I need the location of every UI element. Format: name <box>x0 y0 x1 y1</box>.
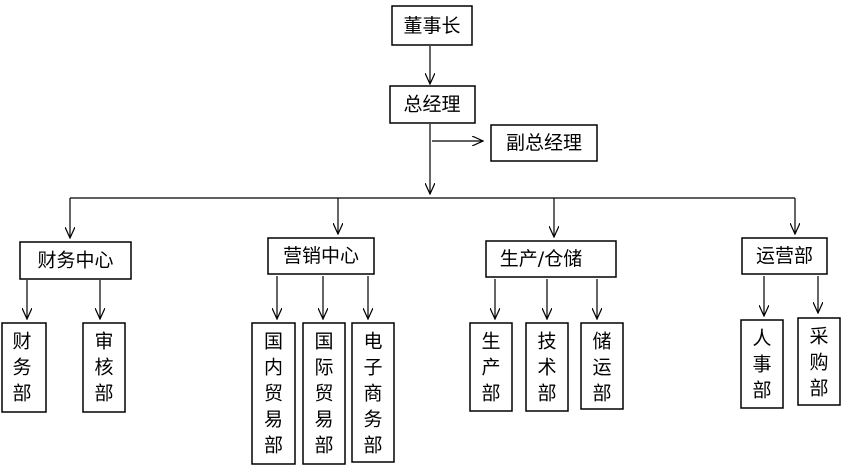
node-marketing-center: 营销中心 <box>267 237 375 275</box>
audit-dept-label: 审核部 <box>94 331 113 405</box>
node-tech-dept: 技术部 <box>525 322 569 412</box>
node-logistics-dept: 储运部 <box>580 322 624 410</box>
domestic-trade-dept-label: 国内贸易部 <box>264 331 283 457</box>
node-domestic-trade-dept: 国内贸易部 <box>251 322 296 465</box>
node-audit-dept: 审核部 <box>82 322 126 413</box>
finance-center-label: 财务中心 <box>37 250 113 272</box>
connectors <box>27 46 818 319</box>
node-finance-dept: 财务部 <box>1 322 47 413</box>
board-chair-label: 董事长 <box>403 15 460 37</box>
general-manager-label: 总经理 <box>403 94 460 116</box>
deputy-general-manager-label: 副总经理 <box>506 132 582 154</box>
node-finance-center: 财务中心 <box>19 241 132 280</box>
node-board-chair: 董事长 <box>391 5 473 46</box>
operations-label: 运营部 <box>756 245 813 267</box>
production-dept-label: 生产部 <box>481 331 500 405</box>
hr-dept-label: 人事部 <box>752 328 771 402</box>
marketing-center-label: 营销中心 <box>283 245 359 267</box>
intl-trade-dept-label: 国际贸易部 <box>314 331 333 457</box>
node-production-dept: 生产部 <box>469 322 513 412</box>
tech-dept-label: 技术部 <box>537 331 556 405</box>
node-intl-trade-dept: 国际贸易部 <box>302 322 346 465</box>
purchasing-dept-label: 采购部 <box>809 326 828 400</box>
logistics-dept-label: 储运部 <box>592 331 611 405</box>
node-production-storage: 生产/仓储 <box>485 240 617 278</box>
node-deputy-general-manager: 副总经理 <box>490 124 598 162</box>
finance-dept-label: 财务部 <box>12 331 31 405</box>
node-purchasing-dept: 采购部 <box>797 317 841 406</box>
node-operations: 运营部 <box>741 237 828 275</box>
production-storage-label: 生产/仓储 <box>500 248 582 270</box>
ecommerce-dept-label: 电子商务部 <box>363 331 382 457</box>
node-general-manager: 总经理 <box>389 85 476 124</box>
node-hr-dept: 人事部 <box>740 319 784 409</box>
node-ecommerce-dept: 电子商务部 <box>351 322 395 463</box>
